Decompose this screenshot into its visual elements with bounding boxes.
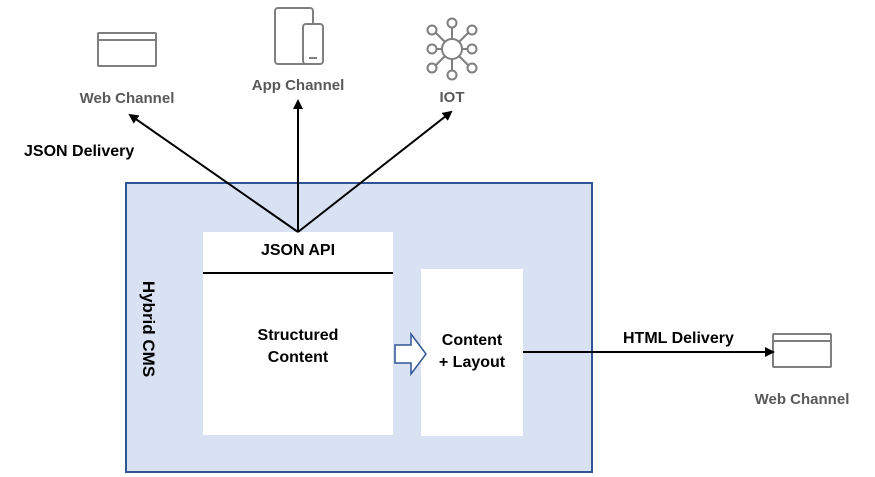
structured-content-label-2: Content	[267, 349, 329, 366]
structured-content-label-1: Structured	[257, 327, 339, 344]
browser-window-icon-right	[772, 333, 832, 368]
iot-network-icon	[426, 17, 478, 81]
tablet-phone-icon	[274, 7, 324, 65]
structured-content-box	[203, 232, 393, 435]
content-layout-label-2: + Layout	[438, 354, 506, 371]
arrow-to-iot	[297, 110, 453, 233]
json-delivery-label: JSON Delivery	[24, 143, 135, 160]
arrow-to-web-channel	[128, 113, 299, 233]
web-channel-right-label: Web Channel	[754, 391, 850, 408]
iot-label: IOT	[439, 89, 465, 106]
json-api-divider	[203, 272, 393, 274]
content-layout-label-1: Content	[441, 332, 503, 349]
html-delivery-label: HTML Delivery	[623, 330, 734, 347]
content-layout-box	[421, 269, 523, 436]
app-channel-label: App Channel	[251, 77, 345, 94]
json-api-label: JSON API	[260, 242, 336, 259]
block-arrow-right	[394, 331, 427, 377]
browser-window-icon-top	[97, 32, 157, 67]
web-channel-top-label: Web Channel	[79, 90, 175, 107]
